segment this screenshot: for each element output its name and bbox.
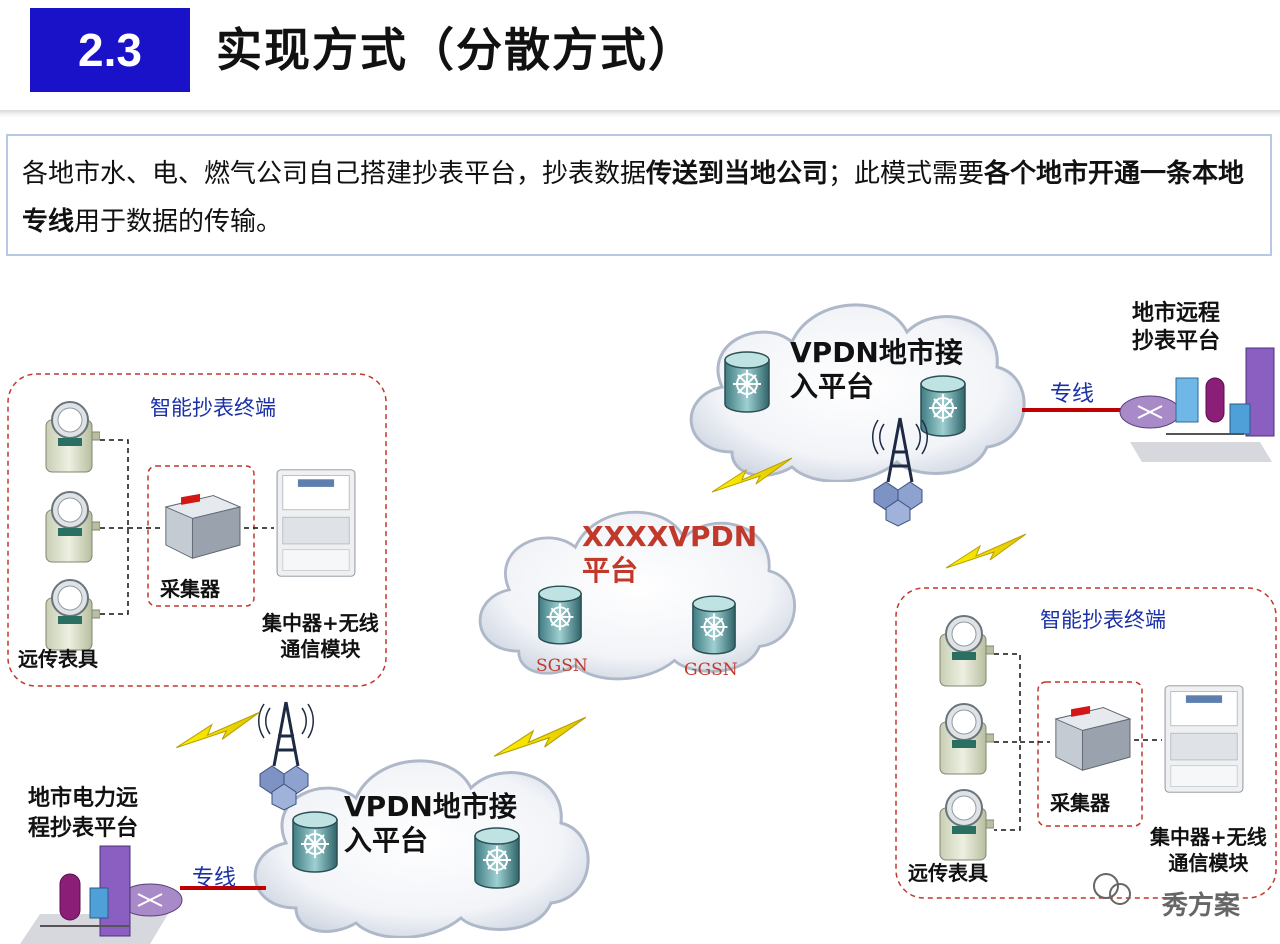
- left-collector-label: 采集器: [160, 577, 220, 601]
- left-meter-icon: [45, 579, 100, 651]
- left-meter-icon: [45, 491, 100, 563]
- sgsn-label: SGSN: [536, 656, 588, 676]
- right-terminal-group-box: [895, 587, 1277, 899]
- slide-title: 实现方式（分散方式）: [216, 23, 696, 77]
- workstation-icon: [89, 887, 109, 919]
- title-divider: [0, 110, 1280, 118]
- ggsn-router-icon: [691, 595, 737, 655]
- top-right-platform-label: 地市远程抄表平台: [1132, 301, 1221, 354]
- right-group-title: 智能抄表终端: [1040, 608, 1166, 632]
- storage-icon: [1205, 377, 1225, 423]
- left-meters-label: 远传表具: [18, 647, 98, 671]
- left-concentrator-label: 集中器+无线通信模块: [262, 611, 379, 661]
- right-collector-label: 采集器: [1050, 791, 1110, 815]
- database-icon: [1175, 377, 1199, 423]
- right-collector-icon: [1055, 705, 1131, 771]
- right-meter-icon: [939, 703, 994, 775]
- dedicated-line-top-label: 专线: [1050, 382, 1095, 407]
- left-group-title: 智能抄表终端: [150, 396, 276, 420]
- workstation-icon: [1229, 403, 1251, 435]
- left-meter-icon: [45, 401, 100, 473]
- bottom-cloud-router-left-icon: [292, 811, 338, 873]
- right-meter-icon: [939, 789, 994, 861]
- server-icon: [1245, 347, 1275, 437]
- left-collector-icon: [165, 493, 241, 559]
- description-text: 用于数据的传输。: [74, 207, 283, 237]
- description-bold-2: 各个地市开通一条本地专线: [22, 159, 1245, 237]
- ggsn-label: GGSN: [684, 660, 738, 680]
- right-concentrator-icon: [1164, 685, 1244, 793]
- top-cloud-label: VPDN地市接入平台: [790, 336, 963, 403]
- right-meter-icon: [939, 615, 994, 687]
- description-text: ；此模式需要: [828, 159, 985, 189]
- right-concentrator-label: 集中器+无线通信模块: [1150, 825, 1267, 875]
- right-collector-box: [1037, 681, 1143, 827]
- wireless-link-bolt-icon: [494, 716, 586, 757]
- left-collector-box: [147, 465, 255, 607]
- platform-base: [1130, 442, 1272, 462]
- wechat-icon: [1093, 873, 1131, 905]
- wireless-link-bolt-icon: [176, 711, 260, 749]
- dedicated-line-bottom-label: 专线: [192, 866, 237, 891]
- description-box: 各地市水、电、燃气公司自己搭建抄表平台，抄表数据传送到当地公司；此模式需要各个地…: [6, 134, 1272, 256]
- bottom-left-platform-label: 地市电力远程抄表平台: [28, 786, 139, 841]
- bottom-cloud-label: VPDN地市接入平台: [344, 790, 517, 857]
- wireless-link-bolt-icon: [946, 533, 1026, 569]
- left-concentrator-icon: [276, 469, 356, 577]
- top-cloud-router-left-icon: [724, 351, 770, 413]
- sgsn-router-icon: [537, 585, 583, 645]
- description-bold-1: 传送到当地公司: [646, 159, 829, 189]
- description-text: 各地市水、电、燃气公司自己搭建抄表平台，抄表数据: [22, 159, 647, 189]
- slide-number: 2.3: [30, 8, 190, 92]
- right-meters-label: 远传表具: [908, 861, 988, 885]
- watermark: 秀方案: [1161, 891, 1240, 921]
- storage-icon: [59, 873, 81, 921]
